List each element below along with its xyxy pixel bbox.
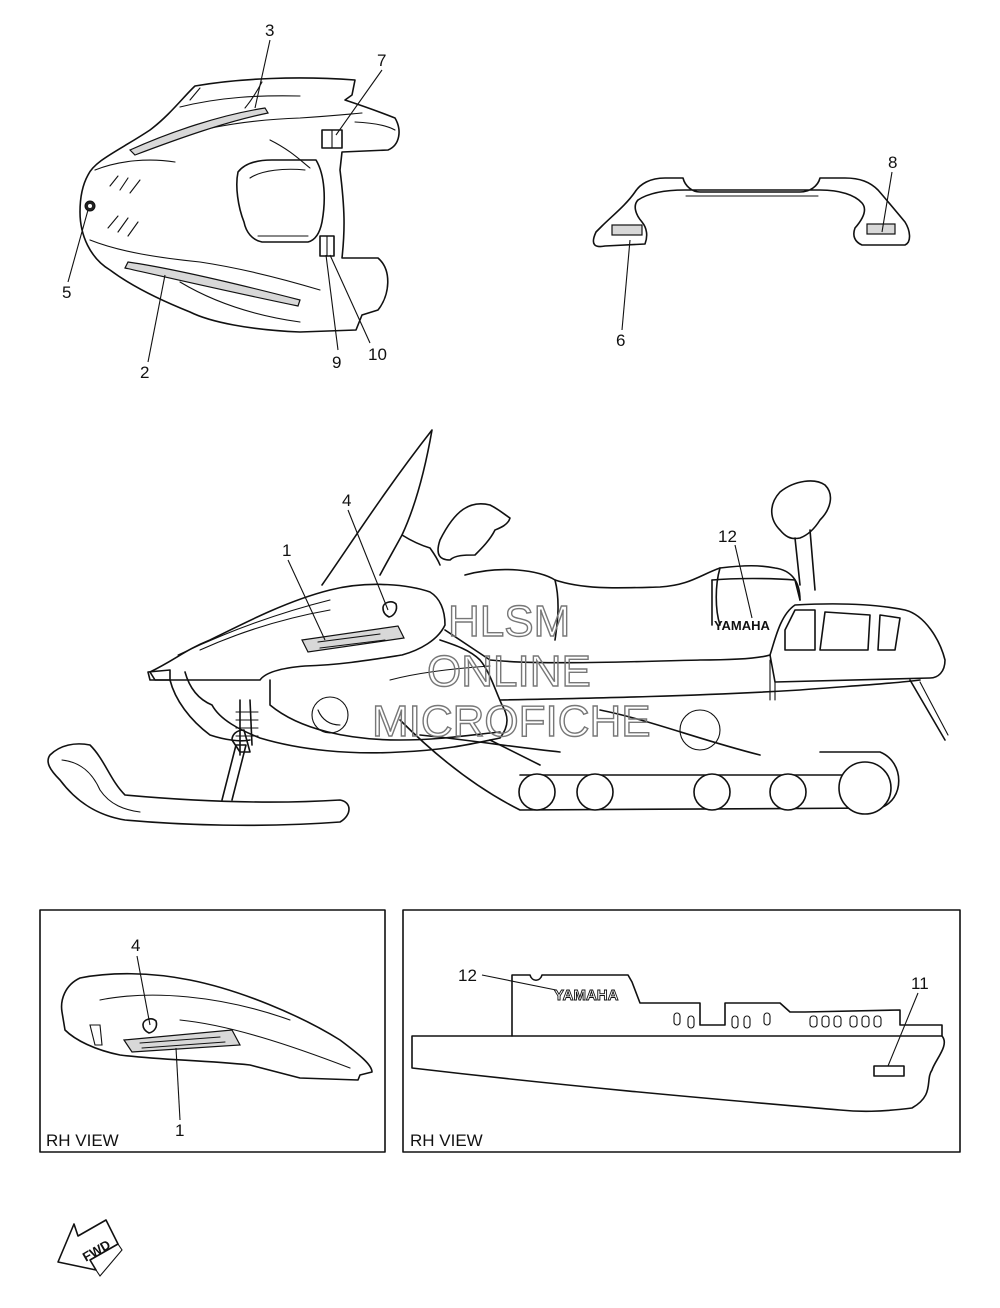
inset-frame-right xyxy=(402,909,961,1153)
view-caption-right: RH VIEW xyxy=(410,1131,483,1150)
leader-lines xyxy=(67,39,919,1121)
callout-1-inset: 1 xyxy=(175,1121,184,1140)
fwd-label: FWD xyxy=(80,1237,113,1265)
watermark: HLSM ONLINE MICROFICHE xyxy=(371,596,651,746)
callout-3: 3 xyxy=(265,21,274,40)
callout-12-inset: 12 xyxy=(458,966,477,985)
inset-rh-view-hood xyxy=(39,909,386,1153)
view-caption-left: RH VIEW xyxy=(46,1131,119,1150)
callout-5: 5 xyxy=(62,283,71,302)
yamaha-label-main: YAMAHA xyxy=(714,618,770,633)
tunnel-vents xyxy=(673,1012,882,1029)
inset-rh-view-tunnel: YAMAHA xyxy=(402,909,961,1153)
callout-11: 11 xyxy=(911,974,929,993)
callout-4-inset: 4 xyxy=(131,936,140,955)
fwd-arrow-icon: FWD xyxy=(57,1219,123,1277)
callout-2: 2 xyxy=(140,363,149,382)
callout-4: 4 xyxy=(342,491,351,510)
inset-frame-left xyxy=(39,909,386,1153)
callout-8: 8 xyxy=(888,153,897,172)
snowmobile-side-view: YAMAHA xyxy=(47,429,949,827)
watermark-line1: HLSM xyxy=(448,597,570,646)
callout-9: 9 xyxy=(332,353,341,372)
callout-10: 10 xyxy=(368,345,387,364)
watermark-line2: ONLINE xyxy=(427,647,591,696)
callout-1: 1 xyxy=(282,541,291,560)
yamaha-label-inset: YAMAHA xyxy=(554,987,619,1004)
hood-assembly xyxy=(79,77,400,333)
callout-12: 12 xyxy=(718,527,737,546)
rear-frame-assembly xyxy=(592,177,911,248)
watermark-line3: MICROFICHE xyxy=(372,697,651,746)
callout-7: 7 xyxy=(377,51,386,70)
callout-6: 6 xyxy=(616,331,625,350)
callout-numbers: 3 7 5 2 9 10 8 6 4 1 12 4 1 12 11 xyxy=(62,21,929,1140)
